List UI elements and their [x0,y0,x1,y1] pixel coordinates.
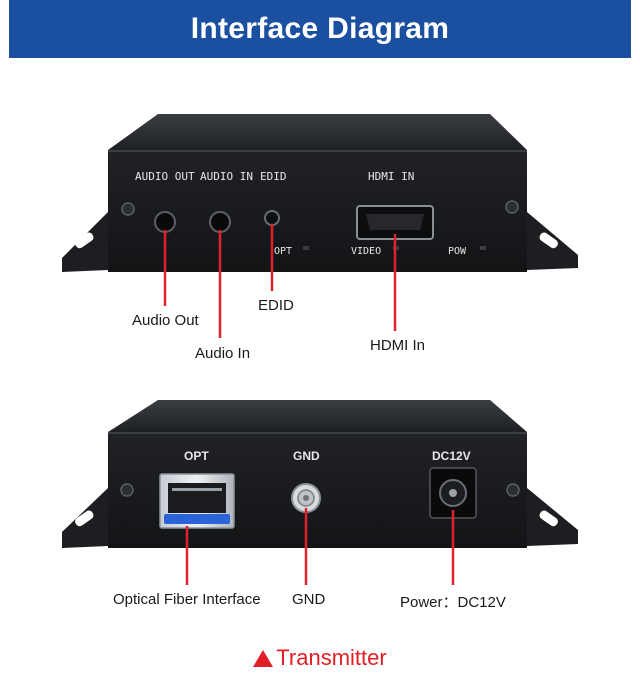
edid-button [264,210,280,226]
back-screw-left [120,483,134,497]
callout-optical-fiber: Optical Fiber Interface [113,591,261,608]
front-screw-right [505,200,519,214]
triangle-icon [253,650,274,667]
device-illustration: AUDIO OUT AUDIO IN EDID HDMI IN OPT VIDE… [62,114,578,585]
callout-gnd: GND [292,591,326,608]
front-screw-left [121,202,135,216]
footer-text: Transmitter [276,645,387,670]
front-label-audio-in: AUDIO IN [200,170,253,183]
front-device: AUDIO OUT AUDIO IN EDID HDMI IN OPT VIDE… [62,114,578,272]
back-label-opt: OPT [184,449,209,463]
front-face [108,150,527,272]
front-label-video: VIDEO [351,246,381,257]
back-right-slot [539,510,558,527]
front-label-edid: EDID [260,170,287,183]
back-screw-right [506,483,520,497]
page-title: Interface Diagram [190,12,450,45]
front-label-hdmi-in: HDMI IN [368,170,414,183]
pow-led [480,246,486,250]
front-top-surface [108,114,527,150]
front-label-opt: OPT [274,246,292,257]
front-callout-lines [163,224,397,338]
callout-power: Power：DC12V [400,594,506,611]
header-banner: Interface Diagram [9,0,631,58]
back-device: OPT GND DC12V [62,400,578,548]
front-left-slot [75,232,94,249]
back-left-slot [75,510,94,527]
callout-audio-out: Audio Out [132,312,199,329]
back-top-surface [108,400,527,432]
footer-caption: Transmitter [0,642,640,674]
audio-in-jack [209,211,231,233]
back-callout-lines [185,508,455,585]
back-label-dc: DC12V [432,449,471,463]
front-label-audio-out: AUDIO OUT [135,170,195,183]
callout-edid: EDID [258,297,294,314]
callout-hdmi-in: HDMI In [370,337,426,354]
opt-led [303,246,309,250]
front-right-slot [539,232,558,249]
audio-out-jack [154,211,176,233]
front-label-pow: POW [448,246,467,257]
back-label-gnd: GND [293,449,320,463]
hdmi-port-inner [366,214,424,230]
sfp-blue-latch [164,514,230,524]
callout-audio-in: Audio In [195,345,251,362]
